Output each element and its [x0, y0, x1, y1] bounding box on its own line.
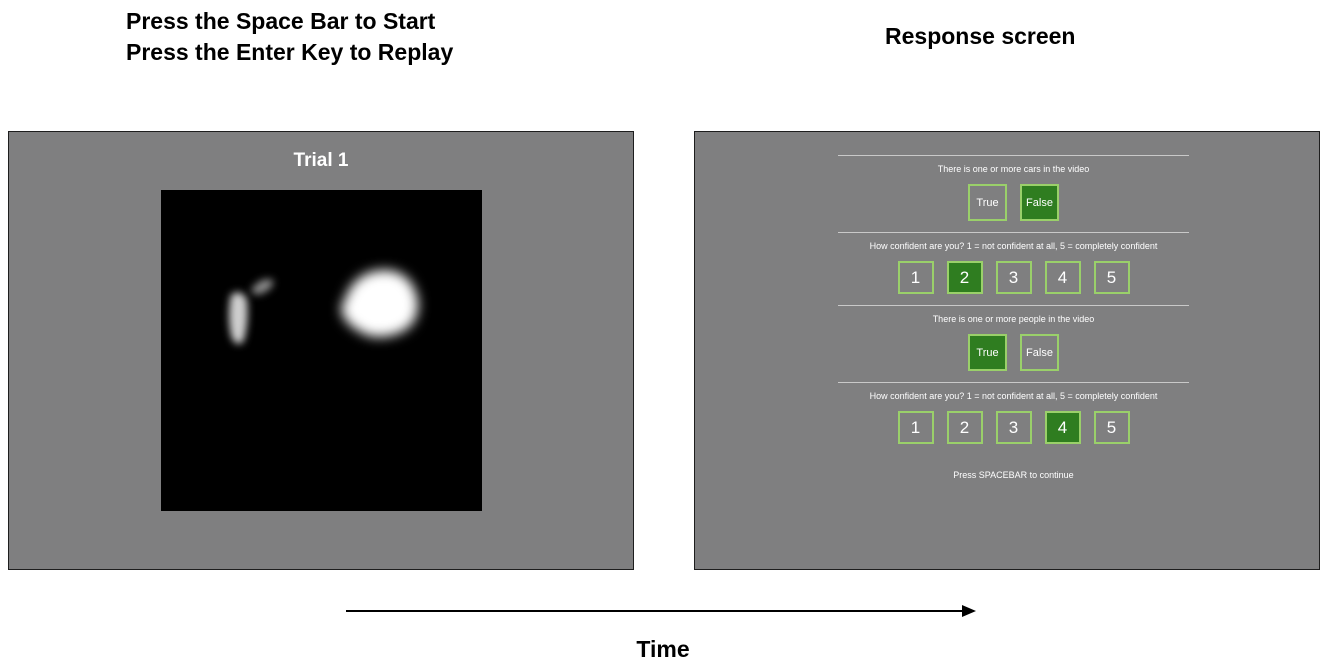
- blob-right: [341, 270, 419, 337]
- people-true-button[interactable]: True: [968, 334, 1007, 371]
- divider: [838, 382, 1189, 383]
- confidence-question-2: How confident are you? 1 = not confident…: [869, 391, 1158, 401]
- divider: [838, 305, 1189, 306]
- question-cars: There is one or more cars in the video: [937, 164, 1090, 174]
- cars-true-button[interactable]: True: [968, 184, 1007, 221]
- divider: [838, 232, 1189, 233]
- confidence-1-option-1[interactable]: 1: [897, 261, 934, 294]
- confidence-2-option-1[interactable]: 1: [897, 411, 934, 444]
- confidence-1-option-3[interactable]: 3: [995, 261, 1032, 294]
- start-instructions: Press the Space Bar to Start Press the E…: [126, 6, 453, 68]
- trial-screen: Trial 1: [8, 131, 634, 570]
- people-false-button[interactable]: False: [1020, 334, 1059, 371]
- question-people: There is one or more people in the video: [932, 314, 1095, 324]
- confidence-1-option-4[interactable]: 4: [1044, 261, 1081, 294]
- confidence-2-option-5[interactable]: 5: [1093, 411, 1130, 444]
- time-label: Time: [636, 636, 690, 662]
- confidence-question-1: How confident are you? 1 = not confident…: [869, 241, 1158, 251]
- confidence-2-option-4[interactable]: 4: [1044, 411, 1081, 444]
- replay-instruction-line: Press the Enter Key to Replay: [126, 39, 454, 65]
- trial-title: Trial 1: [293, 150, 349, 171]
- confidence-row-1: 1 2 3 4 5: [838, 261, 1189, 294]
- response-screen-heading: Response screen: [885, 23, 1076, 49]
- divider: [838, 155, 1189, 156]
- start-instruction-line: Press the Space Bar to Start: [126, 8, 436, 34]
- confidence-1-option-5[interactable]: 5: [1093, 261, 1130, 294]
- confidence-2-option-2[interactable]: 2: [946, 411, 983, 444]
- confidence-2-option-3[interactable]: 3: [995, 411, 1032, 444]
- confidence-row-2: 1 2 3 4 5: [838, 411, 1189, 444]
- time-arrow-head: [962, 605, 976, 617]
- blurred-video-image: [161, 190, 482, 511]
- cars-answer-row: True False: [838, 184, 1189, 221]
- blob-left-vertical: [229, 292, 248, 344]
- video-frame: [161, 190, 482, 511]
- continue-instruction: Press SPACEBAR to continue: [953, 470, 1074, 480]
- response-form: There is one or more cars in the video T…: [838, 155, 1189, 480]
- people-answer-row: True False: [838, 334, 1189, 371]
- confidence-1-option-2[interactable]: 2: [946, 261, 983, 294]
- cars-false-button[interactable]: False: [1020, 184, 1059, 221]
- blob-left-top: [251, 279, 274, 295]
- response-screen: There is one or more cars in the video T…: [694, 131, 1320, 570]
- time-arrow: [346, 605, 976, 617]
